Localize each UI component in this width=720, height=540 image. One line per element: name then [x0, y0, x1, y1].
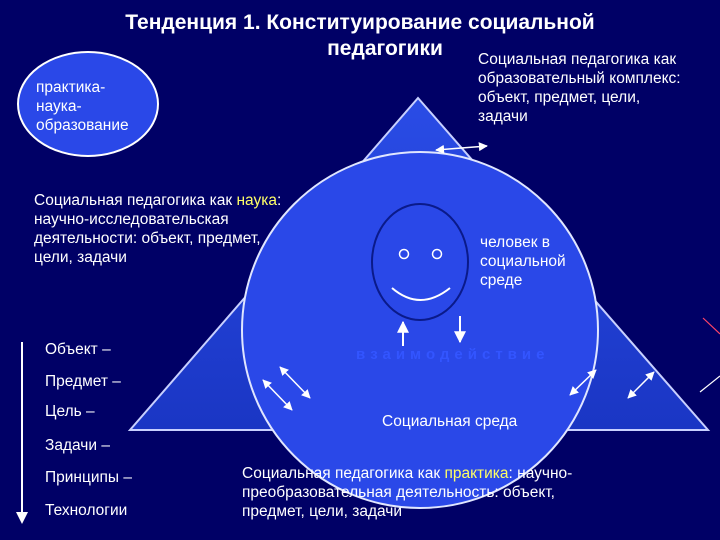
list-item: Принципы –	[45, 469, 132, 486]
list-item: Объект –	[45, 341, 111, 358]
social-environment-label: Социальная среда	[382, 413, 518, 430]
page-title: Тенденция 1. Конституирование социальной…	[60, 10, 660, 62]
educational-complex-text: Социальная педагогика как образовательны…	[478, 51, 681, 125]
practice-highlight: практика	[444, 465, 509, 482]
list-item: Цель –	[45, 403, 95, 420]
inscribed-circle	[241, 151, 599, 509]
interaction-label: взаимодействие	[356, 346, 550, 363]
double-arrow-left-2	[279, 366, 311, 399]
science-highlight: наука	[236, 192, 277, 209]
edge-line-1	[702, 317, 720, 335]
page-title-line1: Тенденция 1. Конституирование социальной	[125, 11, 595, 34]
double-arrow-right-1	[569, 369, 597, 396]
face-icon	[371, 203, 469, 321]
face-eye-right	[431, 248, 443, 260]
face-smile	[391, 287, 451, 301]
edge-line-2	[699, 375, 720, 393]
double-arrow-top	[435, 142, 488, 154]
science-suffix: : научно-исследовательская деятельности:…	[34, 192, 282, 266]
list-item: Технологии	[45, 502, 128, 519]
vertical-arrow-left-head	[16, 512, 28, 524]
double-arrow-left-1	[262, 379, 293, 411]
person-in-environment-label: человек в социальной среде	[480, 234, 566, 289]
list-item: Предмет –	[45, 373, 121, 390]
page-title-line2: педагогики	[327, 37, 443, 60]
practice-prefix: Социальная педагогика как	[242, 465, 445, 482]
practice-science-education-oval	[17, 51, 159, 157]
practice-suffix: : научно- преобразовательная деятельност…	[242, 465, 573, 520]
practice-text: Социальная педагогика как практика: науч…	[242, 464, 662, 521]
face-eye-left	[398, 248, 410, 260]
science-text: Социальная педагогика как наука: научно-…	[34, 191, 334, 267]
science-prefix: Социальная педагогика как	[34, 192, 237, 209]
list-item: Задачи –	[45, 437, 110, 454]
oval-label: практика- наука- образование	[36, 79, 129, 134]
double-arrow-right-2	[627, 371, 655, 399]
